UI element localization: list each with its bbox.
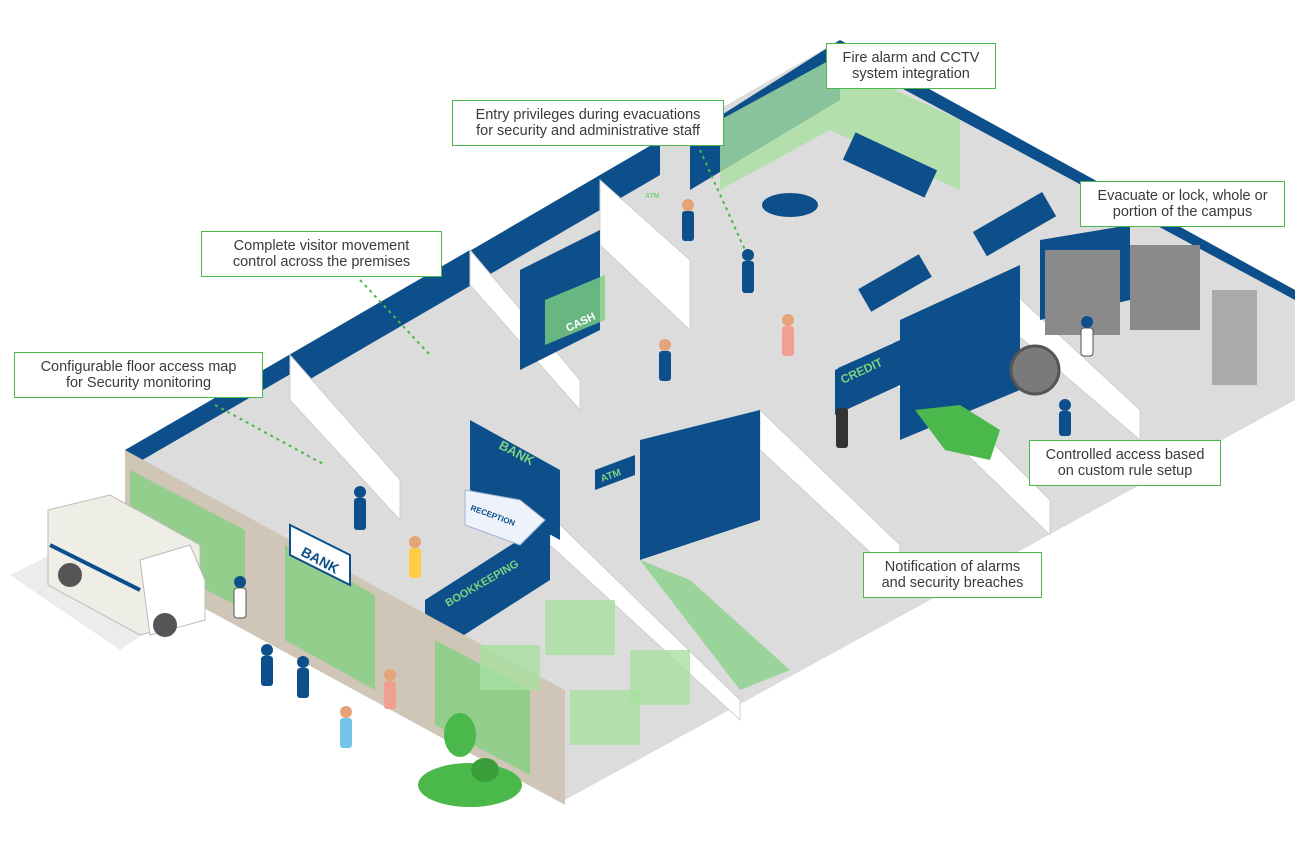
callout-visitor-movement-line2: control across the premises bbox=[232, 254, 411, 270]
safe bbox=[1212, 290, 1257, 385]
cash-glass bbox=[545, 275, 605, 345]
callout-visitor-movement-line1: Complete visitor movement bbox=[233, 238, 410, 254]
callout-entry-privileges-line1: Entry privileges during evacuations bbox=[475, 107, 701, 123]
front-glass-2 bbox=[285, 545, 375, 690]
safe-deposit-boxes bbox=[1130, 245, 1200, 330]
back-wall-right bbox=[840, 40, 1295, 300]
bookkeeping-wall bbox=[425, 520, 550, 660]
callout-evacuate-line1: Evacuate or lock, whole or bbox=[1097, 188, 1268, 204]
round-table bbox=[762, 193, 818, 217]
callout-fire-alarm: Fire alarm and CCTV system integration bbox=[826, 43, 996, 89]
tree-planter bbox=[418, 713, 522, 807]
bank-wall bbox=[470, 420, 560, 540]
reception-desk bbox=[464, 489, 546, 546]
sign-atm-small: ATM bbox=[645, 193, 660, 200]
world-map bbox=[915, 405, 1000, 460]
front-glass-3 bbox=[435, 640, 530, 775]
callout-entry-privileges: Entry privileges during evacuations for … bbox=[452, 100, 724, 146]
callout-notification-line1: Notification of alarms bbox=[884, 559, 1021, 575]
partition-1 bbox=[289, 353, 401, 522]
couch bbox=[972, 192, 1057, 257]
callout-fire-alarm-line1: Fire alarm and CCTV bbox=[842, 50, 980, 66]
callout-fire-alarm-line2: system integration bbox=[852, 66, 970, 82]
leader-lines bbox=[214, 149, 746, 466]
callout-controlled-access-line1: Controlled access based bbox=[1045, 447, 1205, 463]
booth bbox=[480, 645, 540, 690]
booth bbox=[545, 600, 615, 655]
callout-notification-line2: and security breaches bbox=[881, 575, 1024, 591]
callout-floor-access: Configurable floor access map for Securi… bbox=[14, 352, 263, 398]
couch bbox=[842, 132, 938, 198]
callout-controlled-access: Controlled access based on custom rule s… bbox=[1029, 440, 1221, 486]
callout-visitor-movement: Complete visitor movement control across… bbox=[201, 231, 442, 277]
callout-entry-privileges-line2: for security and administrative staff bbox=[476, 123, 700, 139]
callout-controlled-access-line2: on custom rule setup bbox=[1057, 463, 1193, 479]
callout-evacuate-line2: portion of the campus bbox=[1112, 204, 1253, 220]
atm-glass-floor bbox=[640, 560, 790, 690]
couch bbox=[858, 254, 932, 312]
partition-3 bbox=[599, 178, 691, 332]
callout-floor-access-line2: for Security monitoring bbox=[65, 375, 212, 391]
callout-floor-access-line1: Configurable floor access map bbox=[40, 359, 237, 375]
armored-van bbox=[47, 494, 206, 637]
sign-bank-facade: BANK bbox=[289, 523, 351, 587]
vault-wall bbox=[900, 265, 1020, 440]
people bbox=[233, 199, 1094, 748]
sign-atm-wall: ATM bbox=[595, 455, 635, 490]
callout-evacuate: Evacuate or lock, whole or portion of th… bbox=[1080, 181, 1285, 227]
vault-door bbox=[1009, 344, 1061, 396]
atm-wall bbox=[640, 410, 760, 560]
booth bbox=[570, 690, 640, 745]
callout-notification: Notification of alarms and security brea… bbox=[863, 552, 1042, 598]
